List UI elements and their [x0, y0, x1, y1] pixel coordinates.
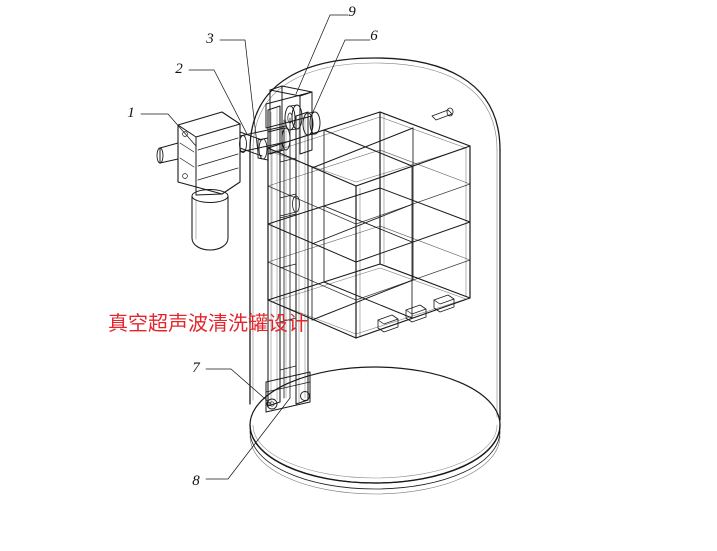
- sprocket-pulley-head: [269, 85, 321, 155]
- callout-number-3: 3: [205, 31, 214, 47]
- callout-number-9: 9: [348, 4, 356, 20]
- callout-number-6: 6: [370, 28, 378, 44]
- callout-numbers: 1 2 3 6 7 8 9: [127, 4, 378, 489]
- lift-guide-column: [265, 91, 313, 413]
- tank-shell: [249, 57, 501, 421]
- callout-number-2: 2: [175, 61, 183, 77]
- callout-number-7: 7: [192, 360, 201, 376]
- callout-leaders: [140, 14, 371, 480]
- callout-number-1: 1: [127, 105, 135, 121]
- basket-cage: [267, 107, 471, 339]
- callout-number-8: 8: [192, 473, 200, 489]
- basket-feet: [377, 294, 455, 333]
- tank-bottom-dish: [249, 366, 501, 495]
